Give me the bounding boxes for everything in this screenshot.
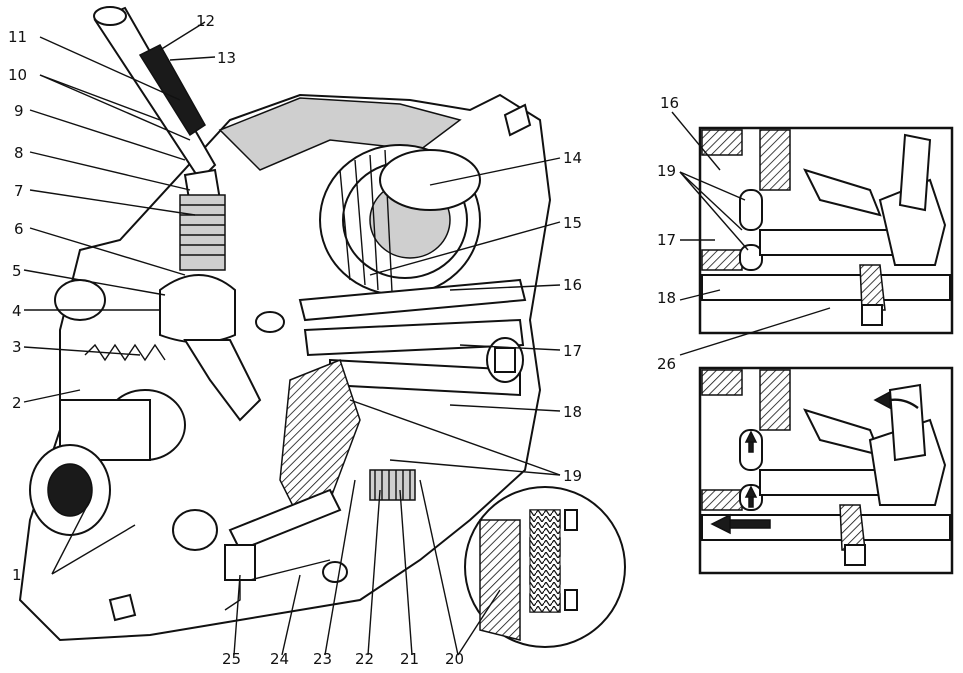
bottom-edge-line bbox=[249, 559, 331, 581]
lever-spring-clip bbox=[138, 44, 206, 137]
main-cutaway-view bbox=[18, 6, 626, 648]
callout-2: 2 bbox=[12, 394, 22, 412]
interlock-plates bbox=[369, 469, 416, 501]
callout-10: 10 bbox=[8, 66, 27, 84]
callout-25: 25 bbox=[222, 650, 241, 668]
inset-top bbox=[698, 126, 954, 335]
callout-lines-main bbox=[23, 21, 561, 656]
callout-15: 15 bbox=[563, 214, 582, 232]
shift-lever bbox=[93, 6, 262, 422]
detent-spring bbox=[84, 343, 166, 362]
vent-bolt bbox=[503, 103, 532, 137]
callout-16: 16 bbox=[563, 276, 582, 294]
callout-12: 12 bbox=[196, 12, 215, 30]
callout-21: 21 bbox=[400, 650, 419, 668]
callout-23: 23 bbox=[313, 650, 332, 668]
callout-7: 7 bbox=[14, 182, 24, 200]
inset-callout-26: 26 bbox=[657, 355, 676, 373]
callout-8: 8 bbox=[14, 144, 24, 162]
callout-3: 3 bbox=[12, 338, 22, 356]
shift-rails bbox=[298, 278, 527, 397]
callout-13: 13 bbox=[217, 49, 236, 67]
callout-19: 19 bbox=[563, 467, 582, 485]
callout-1: 1 bbox=[12, 566, 22, 584]
lever-lower bbox=[183, 339, 262, 422]
callout-14: 14 bbox=[563, 149, 582, 167]
input-shaft bbox=[29, 279, 285, 551]
callout-24: 24 bbox=[270, 650, 289, 668]
inset-callout-16: 16 bbox=[660, 94, 679, 112]
drain-bolt bbox=[108, 593, 137, 622]
inset-callout-19: 19 bbox=[657, 162, 676, 180]
inset-top-callouts: 16 19 17 18 26 bbox=[657, 94, 831, 373]
gear-stack bbox=[319, 144, 481, 296]
linkage-rod bbox=[228, 488, 342, 552]
inset-callout-17: 17 bbox=[657, 231, 676, 249]
detail-circle bbox=[464, 486, 626, 648]
callout-18: 18 bbox=[563, 403, 582, 421]
inset-callout-18: 18 bbox=[657, 289, 676, 307]
callout-4: 4 bbox=[12, 302, 22, 320]
callout-6: 6 bbox=[14, 220, 24, 238]
inset-bottom bbox=[698, 366, 954, 575]
callout-22: 22 bbox=[355, 650, 374, 668]
callout-20: 20 bbox=[445, 650, 464, 668]
top-cover bbox=[218, 97, 462, 171]
lever-tube bbox=[93, 6, 217, 182]
switch-body bbox=[224, 544, 256, 581]
rubber-boot bbox=[179, 194, 226, 271]
callout-labels-main: 1 2 3 4 5 6 7 8 9 10 11 12 13 14 15 16 1… bbox=[8, 12, 582, 668]
callout-11: 11 bbox=[8, 28, 27, 46]
callout-17: 17 bbox=[563, 342, 582, 360]
ball-socket bbox=[159, 274, 236, 344]
callout-5: 5 bbox=[12, 262, 22, 280]
callout-9: 9 bbox=[14, 102, 24, 120]
